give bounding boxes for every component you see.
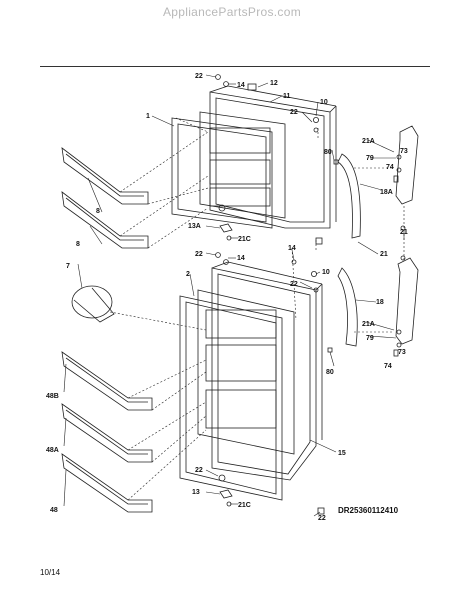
callout-73: 73 [400, 148, 408, 155]
door-shelf-48B [61, 351, 153, 411]
callout-18: 18 [376, 299, 384, 306]
callout-15: 15 [338, 450, 346, 457]
callout-79: 79 [366, 335, 374, 342]
callout-22: 22 [195, 467, 203, 474]
callout-14: 14 [237, 255, 245, 262]
dairy-door-7 [71, 285, 115, 323]
callout-48: 48 [50, 507, 58, 514]
door-shelf-48 [61, 453, 153, 513]
callout-22: 22 [290, 109, 298, 116]
callout-22: 22 [318, 515, 326, 522]
callout-79: 79 [366, 155, 374, 162]
callout-10: 10 [322, 269, 330, 276]
callout-48A: 48A [46, 447, 59, 454]
freezer-door-liner [199, 111, 286, 219]
fresh-food-door-outer [211, 261, 323, 481]
fresh-food-door-gasket [179, 295, 283, 501]
callout-10: 10 [320, 99, 328, 106]
diagram-code: DR25360112410 [338, 506, 399, 515]
callout-14: 14 [237, 82, 245, 89]
callout-18A: 18A [380, 189, 393, 196]
header-rule [40, 66, 430, 67]
callout-7: 7 [66, 263, 70, 270]
freezer-handle-18A [337, 153, 361, 239]
callout-8: 8 [76, 241, 80, 248]
callout-leader-lines [63, 74, 405, 517]
callout-21C: 21C [238, 236, 251, 243]
callout-1: 1 [146, 113, 150, 120]
callout-2: 2 [186, 271, 190, 278]
callout-21A: 21A [362, 138, 375, 145]
callout-80: 80 [324, 149, 332, 156]
site-title: AppliancePartsPros.com [163, 5, 301, 19]
callout-14: 14 [288, 245, 296, 252]
callout-21: 21 [380, 251, 388, 258]
door-shelf-8-lower [61, 191, 149, 249]
callout-22: 22 [195, 251, 203, 258]
freezer-door-gasket [171, 117, 273, 229]
callout-13A: 13A [188, 223, 201, 230]
callout-8: 8 [96, 208, 100, 215]
door-shelf-8-upper [61, 147, 149, 205]
callout-22: 22 [290, 281, 298, 288]
callout-12: 12 [270, 80, 278, 87]
callout-21C: 21C [238, 502, 251, 509]
callout-11: 11 [283, 93, 291, 100]
handle-trim-upper [395, 125, 419, 205]
assembly-guide-lines [109, 117, 405, 501]
fresh-food-handle-18 [337, 267, 358, 347]
page-date: 10/14 [40, 568, 61, 577]
callout-21: 21 [400, 229, 408, 236]
fastener-parts [215, 74, 406, 515]
callout-48B: 48B [46, 393, 59, 400]
callout-74: 74 [384, 363, 392, 370]
door-shelf-48A [61, 403, 153, 463]
handle-trim-lower [395, 257, 419, 345]
callout-22: 22 [195, 73, 203, 80]
callout-13: 13 [192, 489, 200, 496]
callout-73: 73 [398, 349, 406, 356]
callout-74: 74 [386, 164, 394, 171]
callout-labels: 22 14 12 11 10 22 1 8 8 80 21A 79 73 74 … [46, 73, 408, 522]
callout-21A: 21A [362, 321, 375, 328]
callout-80: 80 [326, 369, 334, 376]
